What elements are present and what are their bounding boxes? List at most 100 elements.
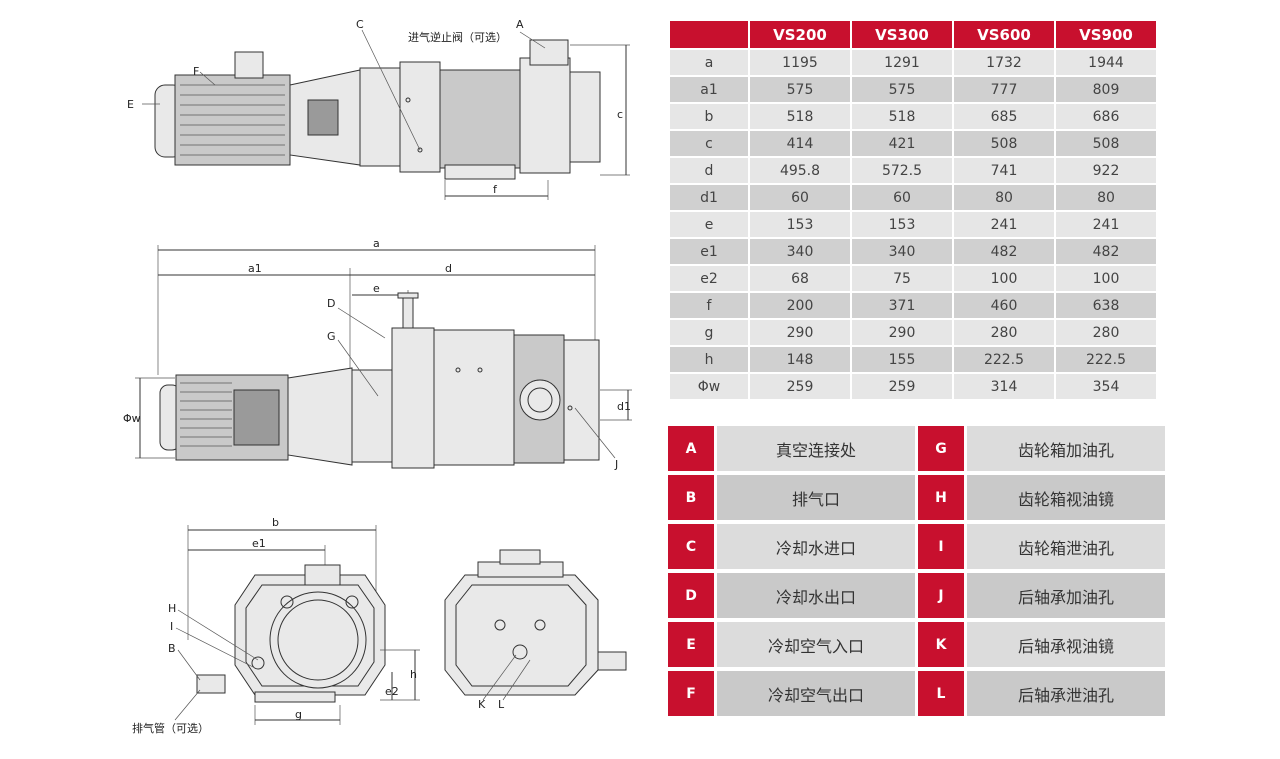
dim-f-label: f (493, 183, 498, 196)
model-header-vs900: VS900 (1056, 21, 1156, 50)
table-cell: 508 (954, 131, 1054, 158)
row-label: Φw (670, 374, 748, 401)
label-B: B (168, 642, 176, 655)
legend-key: C (668, 524, 714, 569)
table-cell: 518 (852, 104, 952, 131)
table-cell: 508 (1056, 131, 1156, 158)
label-D: D (327, 297, 335, 310)
exhaust-pipe-label: 排气管（可选） (132, 721, 209, 735)
legend-key: L (918, 671, 964, 716)
dim-w-label: Φw (123, 412, 141, 425)
row-label: a1 (670, 77, 748, 104)
legend-text: 齿轮箱视油镜 (967, 475, 1165, 520)
dim-e1-label: e1 (252, 537, 266, 550)
table-cell: 75 (852, 266, 952, 293)
dim-c-label: c (617, 108, 623, 121)
table-cell: 60 (750, 185, 850, 212)
model-header-vs200: VS200 (750, 21, 850, 50)
table-cell: 354 (1056, 374, 1156, 401)
dim-a-label: a (373, 237, 380, 250)
front-view-drawing (135, 245, 632, 469)
legend-key: E (668, 622, 714, 667)
table-cell: 414 (750, 131, 850, 158)
table-cell: 259 (750, 374, 850, 401)
table-cell: 153 (750, 212, 850, 239)
table-cell: 100 (954, 266, 1054, 293)
row-label: e1 (670, 239, 748, 266)
legend-text: 齿轮箱加油孔 (967, 426, 1165, 471)
table-cell: 575 (750, 77, 850, 104)
label-K: K (478, 698, 486, 711)
legend-text: 排气口 (717, 475, 915, 520)
table-cell: 80 (954, 185, 1054, 212)
legend-key: K (918, 622, 964, 667)
row-label: d (670, 158, 748, 185)
table-cell: 259 (852, 374, 952, 401)
legend-key: I (918, 524, 964, 569)
table-cell: 153 (852, 212, 952, 239)
table-cell: 638 (1056, 293, 1156, 320)
legend-text: 冷却空气入口 (717, 622, 915, 667)
table-corner-cell (670, 21, 748, 50)
legend-text: 齿轮箱泄油孔 (967, 524, 1165, 569)
label-E-top: E (127, 98, 134, 111)
table-cell: 482 (1056, 239, 1156, 266)
legend-text: 后轴承加油孔 (967, 573, 1165, 618)
table-cell: 1944 (1056, 50, 1156, 77)
label-C-top: C (356, 18, 364, 31)
legend-text: 后轴承视油镜 (967, 622, 1165, 667)
legend-text: 冷却水出口 (717, 573, 915, 618)
model-header-vs600: VS600 (954, 21, 1054, 50)
table-cell: 1732 (954, 50, 1054, 77)
table-cell: 148 (750, 347, 850, 374)
table-cell: 518 (750, 104, 850, 131)
table-cell: 809 (1056, 77, 1156, 104)
legend-key: B (668, 475, 714, 520)
label-I: I (170, 620, 173, 633)
row-label: a (670, 50, 748, 77)
table-cell: 495.8 (750, 158, 850, 185)
side-view-drawing (174, 525, 420, 725)
legend-key: F (668, 671, 714, 716)
table-cell: 741 (954, 158, 1054, 185)
table-cell: 60 (852, 185, 952, 212)
dim-h-label: h (410, 668, 417, 681)
row-label: b (670, 104, 748, 131)
legend-key: H (918, 475, 964, 520)
row-label: f (670, 293, 748, 320)
table-cell: 685 (954, 104, 1054, 131)
legend-key: G (918, 426, 964, 471)
table-cell: 241 (954, 212, 1054, 239)
table-cell: 1195 (750, 50, 850, 77)
table-cell: 1291 (852, 50, 952, 77)
dim-e-label: e (373, 282, 380, 295)
table-cell: 371 (852, 293, 952, 320)
table-cell: 421 (852, 131, 952, 158)
table-cell: 155 (852, 347, 952, 374)
legend-text: 后轴承泄油孔 (967, 671, 1165, 716)
table-cell: 100 (1056, 266, 1156, 293)
table-cell: 280 (1056, 320, 1156, 347)
table-cell: 200 (750, 293, 850, 320)
table-cell: 280 (954, 320, 1054, 347)
table-cell: 68 (750, 266, 850, 293)
table-cell: 460 (954, 293, 1054, 320)
model-header-vs300: VS300 (852, 21, 952, 50)
table-cell: 290 (750, 320, 850, 347)
inlet-check-valve-label: 进气逆止阀（可选） (408, 30, 507, 44)
label-G: G (327, 330, 336, 343)
legend-text: 冷却空气出口 (717, 671, 915, 716)
